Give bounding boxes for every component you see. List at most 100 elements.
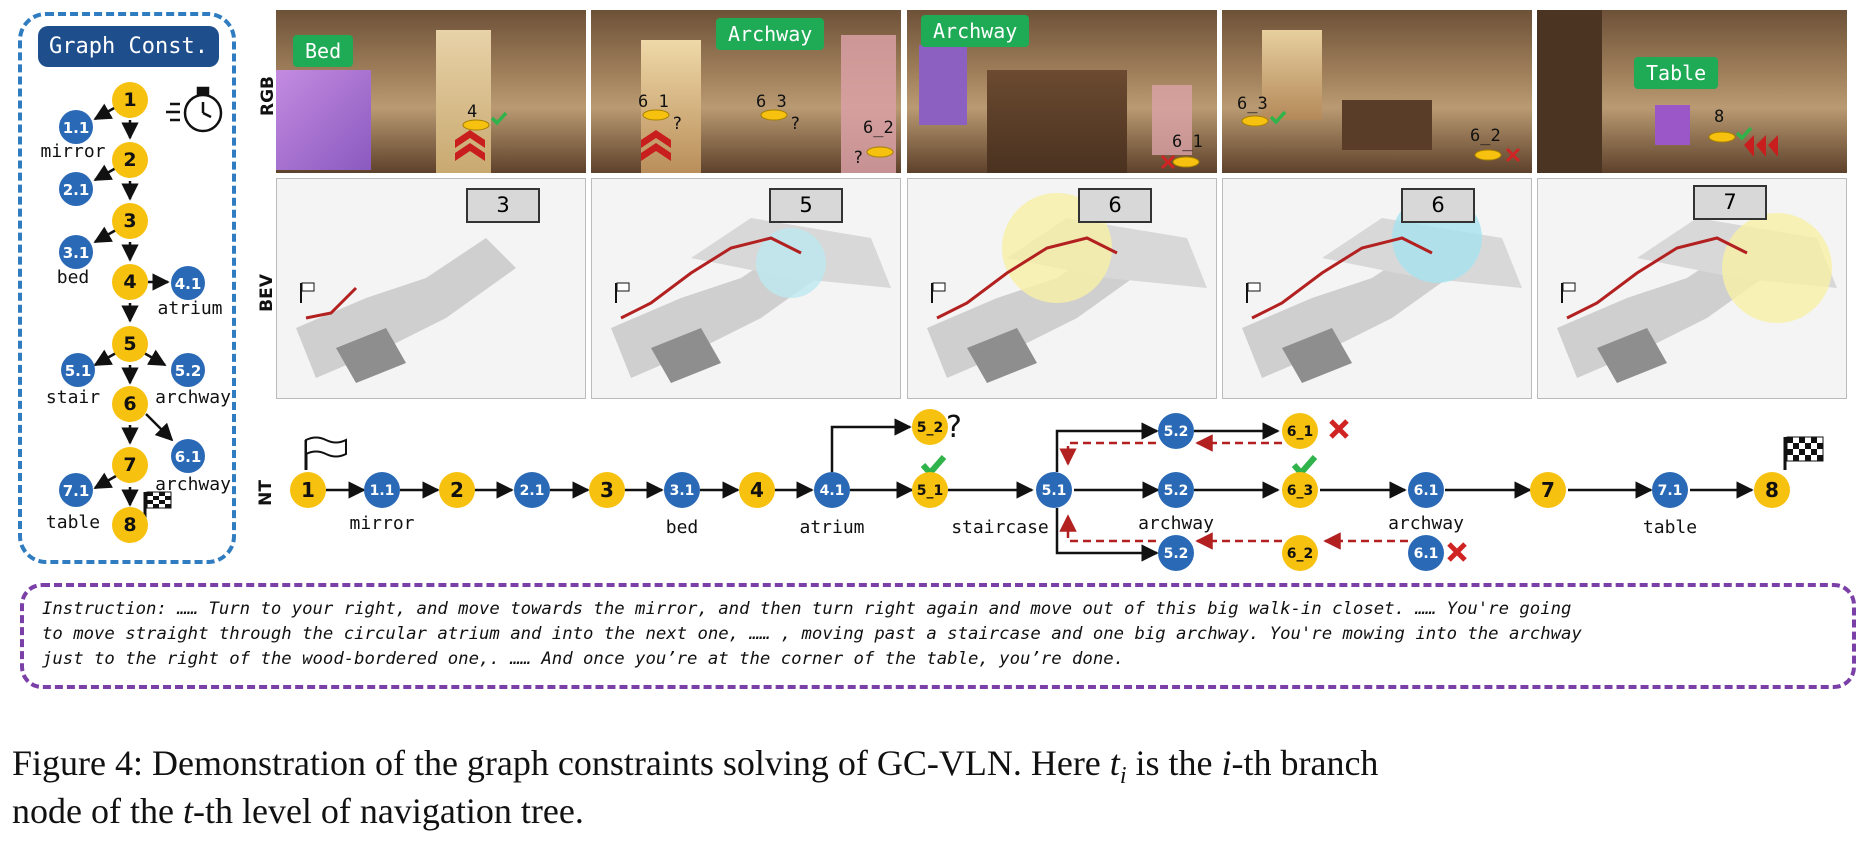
check-icon [1291,455,1318,478]
tree-node-id: 8 [123,514,136,536]
nt-node-1-1: 1.1 [364,472,400,508]
nt-node-1: 1 [290,472,326,508]
nt-node-id: 8 [1765,478,1779,502]
nt-node-id: 4 [750,478,764,502]
nt-node-4-1: 4.1 [814,472,850,508]
marker-6-3a: 6_3 [756,92,787,112]
tree-node-label: archway [155,474,231,495]
caption-var-t: t [1109,743,1120,783]
tree-node-label: archway [155,387,231,408]
nt-node-id: 6.1 [1414,483,1439,499]
nt-node-label: archway [1138,513,1214,534]
cross-icon [1329,419,1349,439]
marker-6-2a: 6_2 [863,118,894,138]
nt-node-id: 5.2 [1164,424,1189,440]
instruction-line-2: to move straight through the circular at… [42,624,1582,644]
nt-node-label: bed [666,517,699,538]
nt-node-label: staircase [951,517,1049,538]
nt-node-6-3: 6_3 [1282,472,1318,508]
tree-node-label: atrium [157,298,222,319]
nt-node-id: 5.2 [1164,546,1189,562]
marker-6-2b: 6_2 [1470,126,1501,146]
tree-node-id: 6 [123,393,136,415]
nt-node-id: 7.1 [1658,483,1683,499]
nt-node-6-2: 6_2 [1282,535,1318,571]
nt-node-id: 3 [600,478,614,502]
tree-node-id: 7.1 [63,482,90,500]
caption-var-i-sub: i [1119,763,1127,790]
instruction-panel [20,583,1856,689]
tree-node-1-1: 1.1 [59,110,93,144]
tree-node-id: 5 [123,333,136,355]
caption-text: is the [1126,743,1222,783]
caption-line-1: Figure 4: Demonstration of the graph con… [12,742,1378,790]
rgb-panel-4 [1222,10,1532,173]
tree-node-5-1: 5.1 [61,353,95,387]
tree-node-3: 3 [112,203,148,239]
tree-node-label: bed [57,267,90,288]
cross-icon [1447,542,1467,562]
start-flag-icon [304,436,347,470]
svg-text:?: ? [853,148,863,168]
nt-node-6-1: 6_1 [1282,413,1318,449]
tree-node-id: 4.1 [175,275,202,293]
nt-node-8: 8 [1754,472,1790,508]
question-icon: ? [946,410,962,445]
tree-node-id: 1 [123,89,136,111]
tree-node-7: 7 [112,447,148,483]
nt-node-id: 5_1 [917,483,943,499]
nt-node-id: 5.2 [1164,483,1189,499]
bev-step-4: 6 [1401,188,1475,223]
instruction-line-3: just to the right of the wood-bordered o… [42,649,1125,669]
tree-node-id: 3.1 [63,244,90,262]
nt-node-7: 7 [1530,472,1566,508]
nt-node-2-1: 2.1 [514,472,550,508]
finish-flag-icon [143,491,172,522]
nt-node-label: mirror [349,513,414,534]
rgb-label-5: Table [1634,57,1719,89]
bev-map-5 [1557,213,1837,383]
tree-node-id: 2 [123,149,136,171]
nt-node-id: 5.1 [1042,483,1067,499]
caption-var-t: t [182,791,193,831]
nt-node-2: 2 [439,472,475,508]
bev-step-1: 3 [466,188,540,223]
caption-text: -th level of navigation tree. [192,791,584,831]
rgb-panel-5 [1537,10,1847,173]
nt-node-id: 1 [301,478,315,502]
tree-node-8: 8 [112,507,148,543]
nt-node-id: 7 [1541,478,1555,502]
nt-node-id: 4.1 [820,483,845,499]
tree-node-label: mirror [40,141,105,162]
nt-node-5-2: 5.2 [1158,535,1194,571]
tree-node-2-1: 2.1 [59,172,93,206]
instruction-line-1: Instruction: …… Turn to your right, and … [42,599,1572,619]
nt-node-3: 3 [589,472,625,508]
tree-node-id: 3 [123,210,136,232]
tree-node-4-1: 4.1 [171,266,205,300]
graph-const-title: Graph Const. [38,26,219,67]
tree-node-id: 5.1 [65,362,92,380]
bev-map-2 [611,218,891,383]
tree-node-id: 2.1 [63,181,90,199]
nt-node-id: 2.1 [520,483,545,499]
nt-node-id: 6_1 [1287,424,1313,440]
nt-node-id: 6_2 [1287,546,1313,562]
nt-node-5-1: 5.1 [1036,472,1072,508]
nt-node-id: 2 [450,478,464,502]
tree-node-5-2: 5.2 [171,353,205,387]
tree-node-id: 1.1 [63,119,90,137]
graph-const-panel [18,12,236,564]
bev-map-4 [1242,193,1522,383]
nt-node-4: 4 [739,472,775,508]
tree-node-1: 1 [112,82,148,118]
bev-step-3: 6 [1078,188,1152,223]
tree-node-3-1: 3.1 [59,235,93,269]
marker-6-1a: 6_1 [638,92,669,112]
nt-node-id: 6_3 [1287,483,1313,499]
tree-node-id: 7 [123,454,136,476]
tree-node-6-1: 6.1 [171,439,205,473]
